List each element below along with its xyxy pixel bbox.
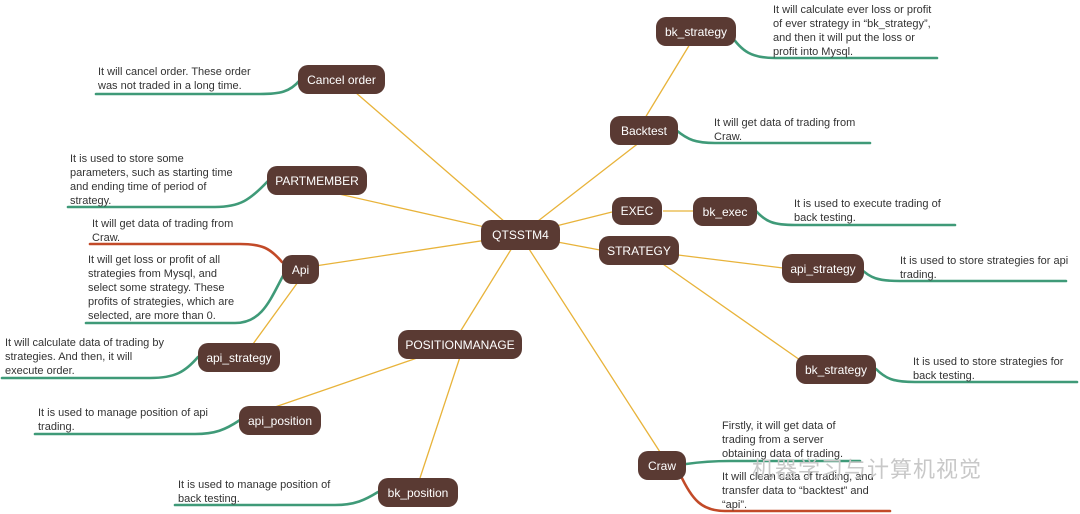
note-api-position: It is used to manage position of api tra… — [38, 407, 208, 433]
note-api-strategy-right: It is used to store strategies for api t… — [900, 255, 1069, 281]
node-partmember[interactable]: PARTMEMBER — [267, 166, 367, 195]
underline-partmember — [66, 179, 270, 209]
node-api-strategy-right[interactable]: api_strategy — [782, 254, 864, 283]
note-bk-position: It is used to manage position of back te… — [178, 479, 331, 505]
underline-backtest — [674, 128, 872, 145]
note-api-1: It will get data of trading from Craw. — [92, 218, 234, 244]
underline-bk-position — [173, 490, 380, 507]
node-api[interactable]: Api — [282, 255, 319, 284]
underline-api-position — [33, 418, 242, 436]
underline-bk-exec — [754, 209, 957, 227]
note-craw-2: It will clean data of trading, and trans… — [722, 471, 874, 511]
node-api-position[interactable]: api_position — [239, 406, 321, 435]
underline-api-1 — [88, 242, 284, 264]
link-backtest-bk-strategy — [644, 43, 691, 119]
link-positionmanage-bk-position — [419, 356, 461, 479]
note-bk-exec: It is used to execute trading of back te… — [794, 198, 941, 224]
link-center-positionmanage — [459, 234, 521, 333]
node-bk-position[interactable]: bk_position — [378, 478, 458, 507]
note-cancel-order: It will cancel order. These order was no… — [98, 66, 251, 92]
link-center-craw — [519, 234, 661, 453]
note-partmember: It is used to store some parameters, suc… — [70, 153, 233, 207]
node-api-strategy-left[interactable]: api_strategy — [198, 343, 280, 372]
watermark-text: 机器学习与计算机视觉 — [752, 458, 983, 483]
node-strategy[interactable]: STRATEGY — [599, 236, 679, 265]
center-node-qtsstm4[interactable]: QTSSTM4 — [481, 220, 560, 250]
link-center-cancel-order — [354, 91, 521, 236]
link-positionmanage-api-position — [274, 356, 421, 408]
note-backtest: It will get data of trading from Craw. — [714, 117, 856, 143]
underline-api-strategy-left — [0, 355, 200, 380]
link-api-api-strategy — [252, 281, 299, 345]
node-craw[interactable]: Craw — [638, 451, 686, 480]
node-exec[interactable]: EXEC — [612, 197, 662, 225]
note-api-2: It will get loss or profit of all strate… — [88, 254, 235, 322]
link-strategy-bk-strategy — [659, 261, 801, 361]
note-bk-strategy-right: It is used to store strategies for back … — [913, 356, 1064, 382]
underline-bk-strategy-right — [874, 367, 1079, 384]
underline-craw-2 — [678, 472, 892, 513]
node-cancel-order[interactable]: Cancel order — [298, 65, 385, 94]
node-bk-strategy-right[interactable]: bk_strategy — [796, 355, 876, 384]
link-center-backtest — [519, 141, 641, 236]
underline-cancel-order — [94, 78, 302, 96]
underline-craw-1 — [684, 459, 862, 466]
note-bk-strategy-top: It will calculate ever loss or profit of… — [773, 4, 932, 58]
node-bk-exec[interactable]: bk_exec — [693, 197, 757, 226]
note-api-strategy-left: It will calculate data of trading by str… — [5, 337, 164, 377]
node-backtest[interactable]: Backtest — [610, 116, 678, 145]
node-positionmanage[interactable]: POSITIONMANAGE — [398, 330, 522, 359]
link-strategy-api-strategy — [677, 254, 784, 269]
node-bk-strategy-top[interactable]: bk_strategy — [656, 17, 736, 46]
note-craw-1: Firstly, it will get data of trading fro… — [722, 420, 844, 460]
underline-api-2 — [84, 272, 286, 325]
